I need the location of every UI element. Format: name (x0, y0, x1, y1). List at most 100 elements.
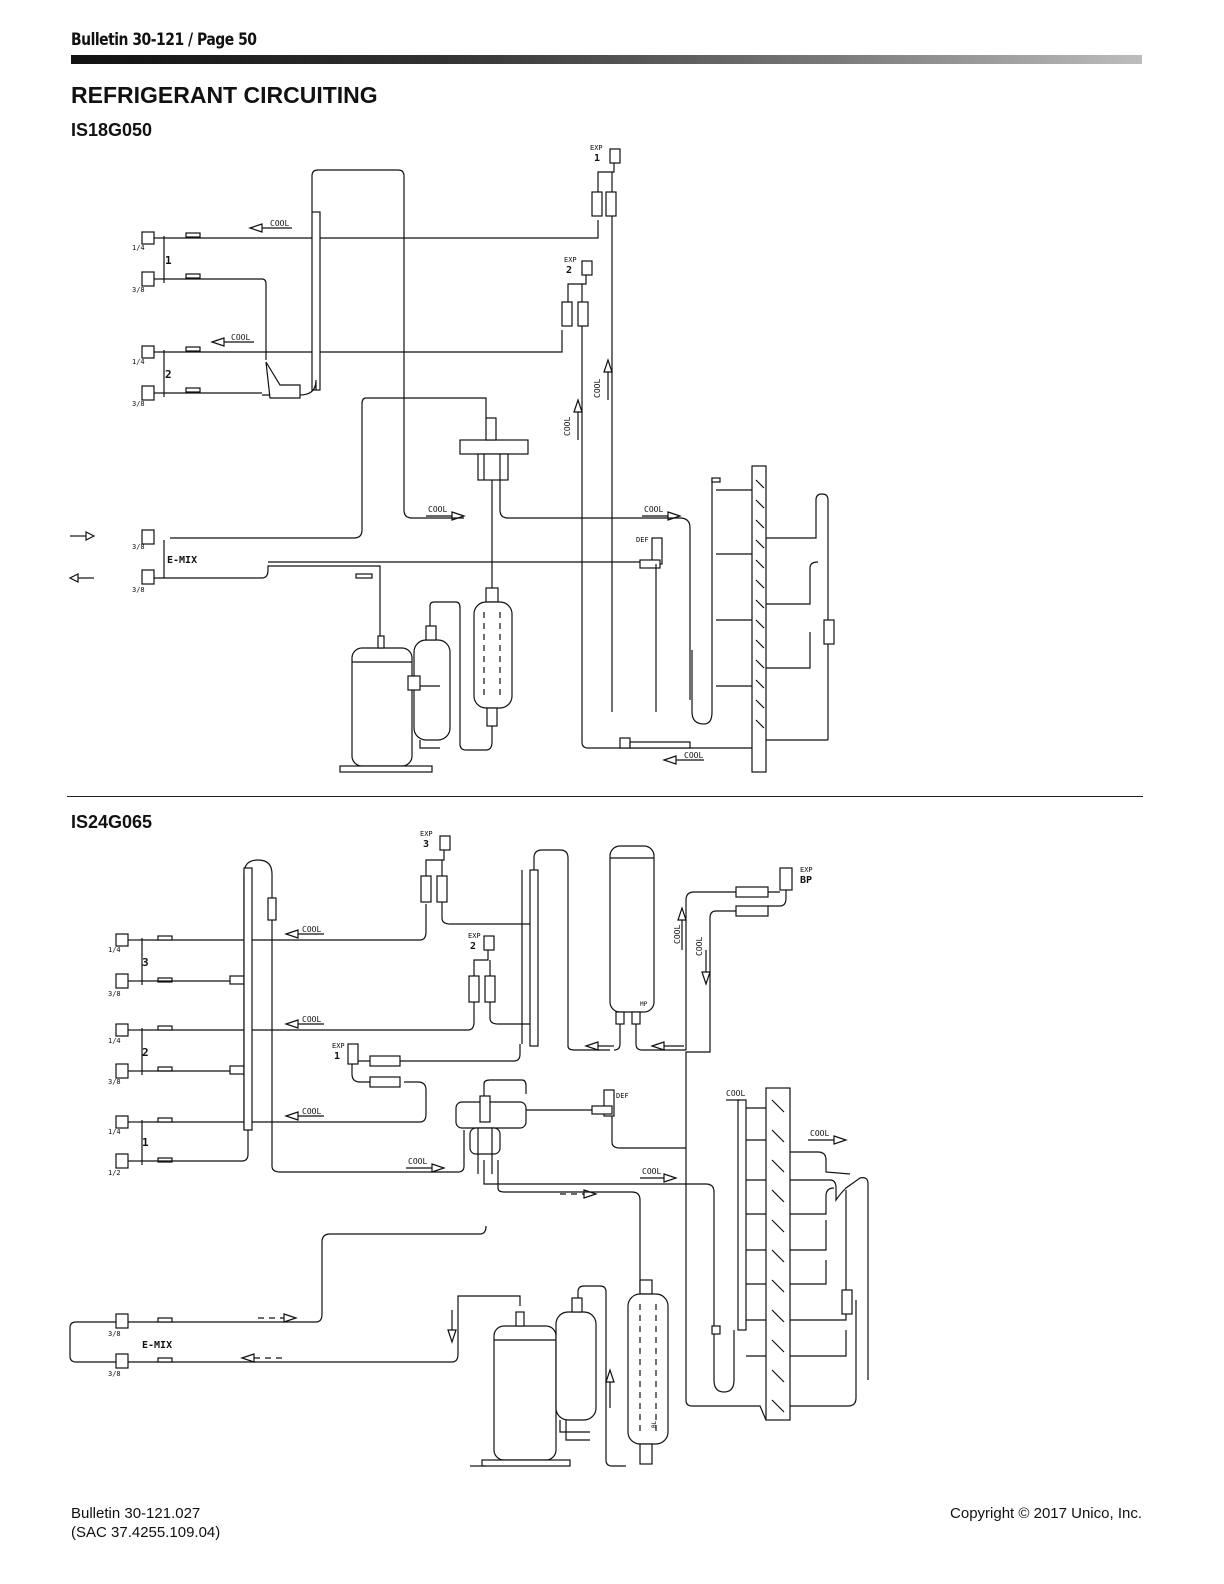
svg-text:EXP: EXP (800, 866, 813, 874)
svg-text:COOL: COOL (302, 925, 321, 934)
section-divider (67, 796, 1143, 797)
arrow-right-emix (258, 1313, 298, 1323)
service-valve-2-suction: 3/8 (132, 385, 164, 408)
expansion-valve-2b: EXP 2 (468, 932, 522, 1025)
refrigerant-circuit-diagram-top: 1/4 3/8 1 1/4 3/8 2 COOL COOL EXP 1 (68, 144, 835, 773)
svg-text:COOL: COOL (302, 1015, 321, 1024)
cool-arrow-b5: COOL (640, 1167, 678, 1183)
svg-text:DEF: DEF (616, 1092, 629, 1100)
service-valve-1b-suction: 1/2 (108, 1153, 142, 1177)
cool-arrow-up-1: COOL (593, 358, 613, 400)
svg-text:1/4: 1/4 (108, 1037, 121, 1045)
cool-arrow-vert-1: COOL (673, 906, 687, 950)
footer-sac-number: (SAC 37.4255.109.04) (71, 1524, 221, 1541)
arrow-up-drier (605, 1368, 615, 1408)
svg-text:COOL: COOL (726, 1089, 745, 1098)
svg-text:EXP: EXP (590, 144, 603, 152)
arrow-left-receiver-2 (650, 1041, 684, 1051)
cool-arrow-b3: COOL (284, 1107, 324, 1121)
svg-text:3/8: 3/8 (132, 400, 145, 408)
model-heading-bottom: IS24G065 (71, 812, 153, 832)
cool-arrow-5: COOL (662, 751, 704, 765)
svg-text:3/8: 3/8 (108, 1370, 121, 1378)
svg-text:COOL: COOL (673, 925, 682, 944)
svg-text:1: 1 (334, 1051, 340, 1062)
zone-2b-label: 2 (142, 1046, 149, 1059)
accumulator (407, 601, 493, 751)
svg-text:MP: MP (640, 1001, 648, 1008)
reversing-valve-b (455, 1095, 527, 1160)
filter-drier (473, 587, 513, 727)
expansion-valve-1: EXP 1 (590, 144, 621, 217)
svg-text:3/8: 3/8 (132, 286, 145, 294)
zone-1b-label: 1 (142, 1136, 149, 1149)
svg-text:1/4: 1/4 (132, 244, 145, 252)
svg-text:1/4: 1/4 (132, 358, 145, 366)
svg-text:COOL: COOL (270, 219, 289, 228)
svg-text:COOL: COOL (810, 1129, 829, 1138)
page-title: REFRIGERANT CIRCUITING (71, 82, 378, 108)
service-valve-3-liquid: 1/4 (108, 933, 142, 954)
zone-1-label: 1 (165, 254, 172, 267)
svg-text:1/2: 1/2 (108, 1169, 121, 1177)
svg-text:BL: BL (651, 1420, 658, 1428)
svg-text:EXP: EXP (468, 932, 481, 940)
svg-text:COOL: COOL (563, 417, 572, 436)
zone-2-label: 2 (165, 368, 172, 381)
svg-text:3/8: 3/8 (108, 1330, 121, 1338)
expansion-valve-2: EXP 2 (561, 256, 593, 327)
svg-text:COOL: COOL (231, 333, 250, 342)
cool-arrow-b4: COOL (406, 1157, 446, 1173)
bulletin-page-header: Bulletin 30-121 / Page 50 (71, 30, 257, 50)
accumulator-b (555, 1285, 626, 1467)
svg-text:COOL: COOL (695, 937, 704, 956)
cool-arrow-2: COOL (210, 333, 254, 347)
svg-text:1/4: 1/4 (108, 1128, 121, 1136)
svg-text:2: 2 (566, 265, 572, 276)
cool-arrow-up-2: COOL (563, 398, 583, 440)
footer-bulletin: Bulletin 30-121.027 (SAC 37.4255.109.04) (71, 1504, 220, 1542)
receiver-tank: MP (609, 845, 686, 1051)
svg-text:3: 3 (423, 839, 429, 850)
e-mix-label: E-MIX (167, 555, 197, 566)
cool-arrow-4: COOL (642, 505, 682, 521)
evaporator-coil-b (711, 1087, 869, 1421)
svg-text:EXP: EXP (332, 1042, 345, 1050)
cool-arrow-3: COOL (426, 505, 466, 521)
svg-text:COOL: COOL (684, 751, 703, 760)
svg-text:1: 1 (594, 153, 600, 164)
defrost-valve: DEF (636, 536, 663, 712)
svg-text:BP: BP (800, 875, 812, 886)
e-mix-valve-suction: 3/8 (132, 569, 155, 594)
svg-text:COOL: COOL (593, 379, 602, 398)
footer-bulletin-number: Bulletin 30-121.027 (71, 1505, 201, 1522)
reversing-valve (459, 417, 529, 481)
suction-header (243, 859, 458, 1173)
e-mix-valve-liquid: 3/8 (132, 529, 155, 551)
svg-text:3/8: 3/8 (108, 990, 121, 998)
footer-copyright: Copyright © 2017 Unico, Inc. (950, 1505, 1142, 1522)
model-heading-top: IS18G050 (71, 120, 153, 140)
refrigerant-circuit-diagram-bottom: 1/4 3/8 3 1/4 3/8 2 1/4 1/2 1 (69, 830, 869, 1467)
cool-arrow-b2: COOL (284, 1015, 324, 1029)
service-valve-1-suction: 3/8 (132, 271, 164, 294)
svg-text:COOL: COOL (408, 1157, 427, 1166)
svg-text:EXP: EXP (564, 256, 577, 264)
expansion-valve-bp: EXP BP (685, 866, 813, 1050)
svg-text:COOL: COOL (302, 1107, 321, 1116)
cool-arrow-vert-2: COOL (695, 937, 711, 986)
e-mix-label-b: E-MIX (142, 1340, 172, 1351)
service-valve-2-liquid: 1/4 (132, 345, 164, 366)
svg-text:EXP: EXP (420, 830, 433, 838)
svg-text:2: 2 (470, 941, 476, 952)
e-mix-valve-b-liquid: 3/8 (108, 1313, 129, 1338)
svg-text:3/8: 3/8 (108, 1078, 121, 1086)
arrow-down-emix (447, 1310, 457, 1344)
service-valve-1-liquid: 1/4 (132, 231, 164, 252)
zone-3-label: 3 (142, 956, 149, 969)
filter-drier-b: BL (627, 1279, 669, 1465)
service-valve-2b-suction: 3/8 (108, 1063, 142, 1086)
svg-text:1/4: 1/4 (108, 946, 121, 954)
cool-arrow-1: COOL (248, 219, 292, 233)
expansion-valve-3: EXP 3 (420, 830, 522, 925)
